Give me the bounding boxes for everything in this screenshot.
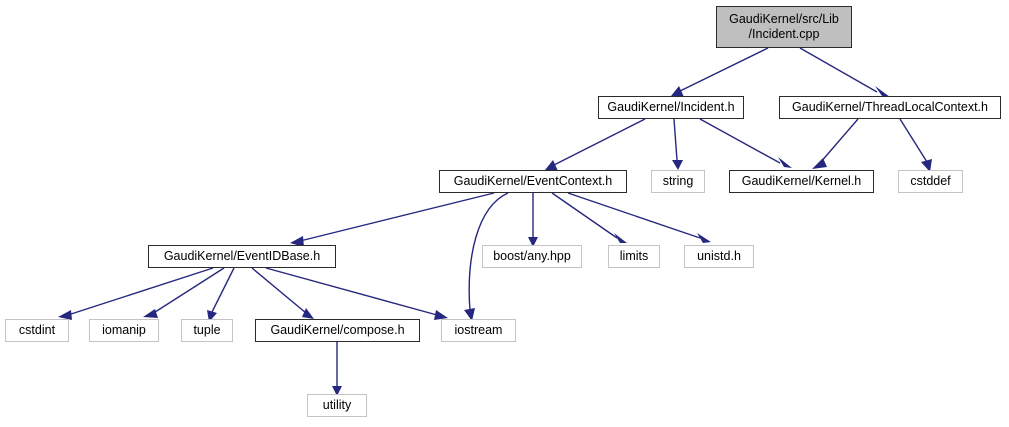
node-eventidbase_h[interactable]: GaudiKernel/EventIDBase.h — [148, 245, 336, 268]
arrowhead-tlc_h-to-kernel_h — [812, 158, 827, 169]
edge-eventidbase_h-to-compose_h — [251, 267, 307, 314]
edge-eventidbase_h-to-iostream — [265, 267, 438, 316]
edge-tlc_h-to-cstddef — [899, 118, 928, 163]
arrowhead-incident_h-to-eventcontext_h — [545, 160, 558, 171]
node-compose_h[interactable]: GaudiKernel/compose.h — [255, 319, 420, 342]
arrowhead-eventcontext_h-to-boost_any — [528, 237, 538, 247]
node-eventcontext_h[interactable]: GaudiKernel/EventContext.h — [439, 170, 627, 193]
edge-eventcontext_h-to-limits — [551, 192, 618, 239]
node-cstddef[interactable]: cstddef — [898, 170, 963, 193]
node-incident_h[interactable]: GaudiKernel/Incident.h — [598, 96, 744, 119]
arrowhead-incident_cpp-to-incident_h — [671, 86, 684, 97]
edge-eventcontext_h-to-eventidbase_h — [299, 192, 495, 242]
node-cstdint[interactable]: cstdint — [5, 319, 69, 342]
arrowhead-incident_h-to-string — [672, 160, 683, 170]
edge-incident_h-to-eventcontext_h — [551, 118, 646, 167]
arrowhead-eventidbase_h-to-iostream — [434, 310, 448, 320]
arrowhead-eventidbase_h-to-compose_h — [302, 308, 314, 319]
arrowhead-incident_h-to-kernel_h — [778, 157, 792, 168]
node-utility[interactable]: utility — [307, 394, 367, 417]
node-limits[interactable]: limits — [608, 245, 660, 268]
edge-eventcontext_h-to-iostream — [468, 192, 509, 312]
arrowhead-eventidbase_h-to-iomanip — [143, 309, 158, 318]
node-kernel_h[interactable]: GaudiKernel/Kernel.h — [729, 170, 874, 193]
edge-eventidbase_h-to-cstdint — [67, 267, 214, 316]
arrowhead-tlc_h-to-cstddef — [921, 159, 932, 172]
arrowhead-compose_h-to-utility — [332, 386, 342, 396]
node-string[interactable]: string — [651, 170, 705, 193]
node-iostream[interactable]: iostream — [441, 319, 516, 342]
edge-eventidbase_h-to-tuple — [211, 267, 235, 313]
edge-tlc_h-to-kernel_h — [819, 118, 859, 164]
edge-incident_h-to-string — [673, 118, 678, 161]
node-tuple[interactable]: tuple — [181, 319, 233, 342]
node-incident_cpp[interactable]: GaudiKernel/src/Lib /Incident.cpp — [716, 6, 852, 48]
edge-incident_h-to-kernel_h — [699, 118, 781, 164]
arrowhead-eventcontext_h-to-unistd_h — [697, 233, 711, 243]
arrowhead-eventcontext_h-to-limits — [614, 233, 627, 243]
arrowhead-eventcontext_h-to-iostream — [464, 308, 475, 321]
node-iomanip[interactable]: iomanip — [89, 319, 159, 342]
arrowhead-incident_cpp-to-tlc_h — [875, 86, 890, 97]
edge-eventidbase_h-to-iomanip — [151, 267, 225, 315]
node-unistd_h[interactable]: unistd.h — [684, 245, 754, 268]
edge-eventcontext_h-to-unistd_h — [567, 192, 701, 239]
node-boost_any[interactable]: boost/any.hpp — [482, 245, 582, 268]
arrowhead-eventcontext_h-to-eventidbase_h — [290, 236, 304, 247]
arrowhead-eventidbase_h-to-cstdint — [58, 310, 72, 320]
edge-incident_cpp-to-tlc_h — [799, 47, 878, 93]
node-tlc_h[interactable]: GaudiKernel/ThreadLocalContext.h — [779, 96, 1001, 119]
edge-incident_cpp-to-incident_h — [677, 47, 769, 93]
